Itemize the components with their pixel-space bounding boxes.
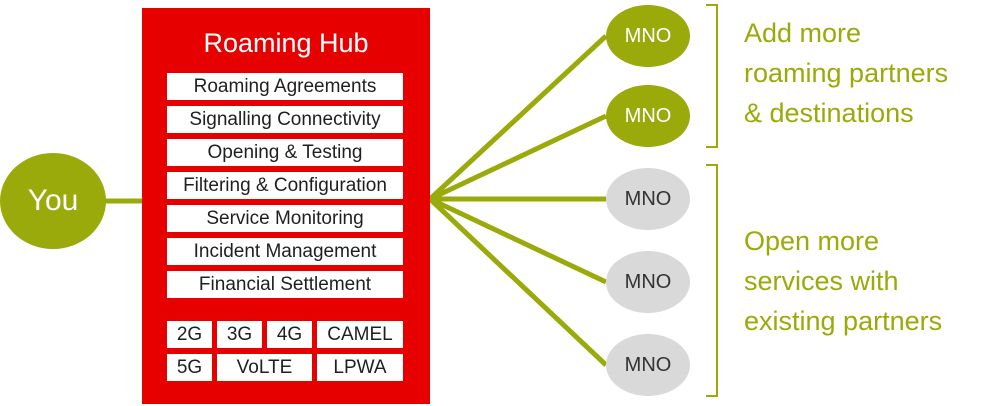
mno-label: MNO (624, 187, 672, 210)
partners-note-line-1: Add more (744, 18, 862, 48)
mno-connector-line-2 (428, 113, 608, 202)
partners-note-line-3: & destinations (744, 98, 914, 128)
service-filtering-configuration: Filtering & Configuration (167, 172, 403, 199)
mno-label: MNO (624, 24, 672, 47)
mno-node-1: MNO (606, 5, 690, 67)
services-note: Open more services with existing partner… (744, 221, 942, 341)
service-financial-settlement: Financial Settlement (167, 271, 403, 298)
roaming-hub-box: Roaming Hub Roaming Agreements Signallin… (142, 8, 430, 404)
partners-bracket (706, 4, 718, 148)
service-incident-management: Incident Management (167, 238, 403, 265)
tech-volte: VoLTE (217, 354, 312, 381)
tech-camel: CAMEL (317, 321, 403, 348)
mno-node-5: MNO (606, 334, 690, 396)
service-monitoring: Service Monitoring (167, 205, 403, 232)
tech-3g: 3G (217, 321, 262, 348)
mno-connector-line-5 (428, 197, 608, 367)
mno-node-2: MNO (606, 85, 690, 147)
mno-label: MNO (624, 353, 672, 376)
you-label: You (27, 184, 79, 217)
services-note-line-1: Open more (744, 226, 880, 256)
service-opening-testing: Opening & Testing (167, 139, 403, 166)
mno-node-3: MNO (606, 168, 690, 230)
service-signalling-connectivity: Signalling Connectivity (167, 106, 403, 133)
partners-note-line-2: roaming partners (744, 58, 949, 88)
mno-label: MNO (624, 270, 672, 293)
mno-connector-line-1 (428, 34, 608, 201)
services-note-line-2: services with (744, 266, 899, 296)
mno-connector-line-4 (428, 196, 608, 285)
you-node: You (0, 153, 106, 249)
service-roaming-agreements: Roaming Agreements (167, 73, 403, 100)
mno-label: MNO (624, 104, 672, 127)
services-bracket (706, 164, 718, 397)
tech-lpwa: LPWA (317, 354, 403, 381)
services-note-line-3: existing partners (744, 306, 943, 336)
mno-node-4: MNO (606, 251, 690, 313)
tech-2g: 2G (167, 321, 212, 348)
tech-4g: 4G (267, 321, 312, 348)
tech-5g: 5G (167, 354, 212, 381)
hub-title: Roaming Hub (203, 28, 369, 58)
partners-note: Add more roaming partners & destinations (744, 13, 948, 133)
